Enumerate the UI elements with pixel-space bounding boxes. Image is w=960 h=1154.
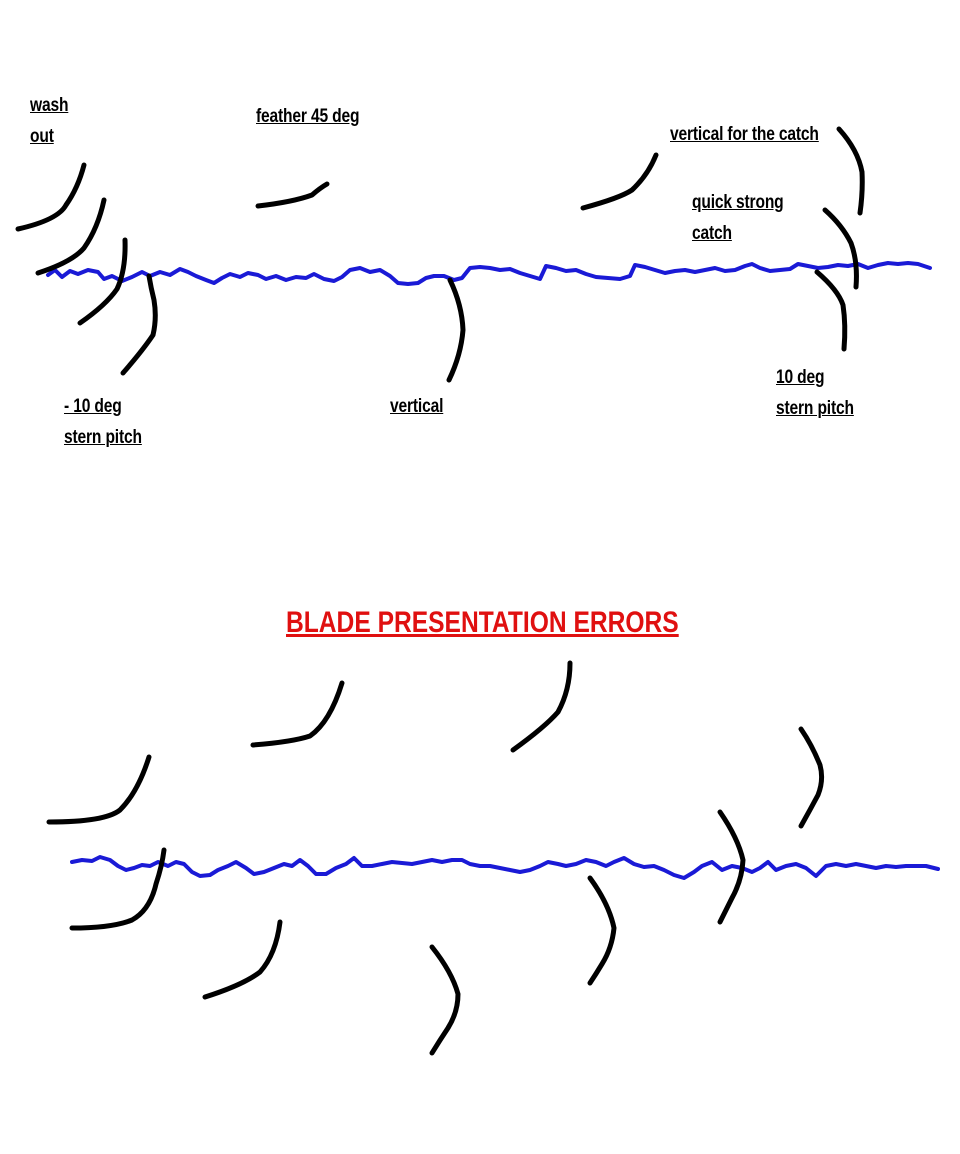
blade-error-3: [510, 660, 573, 753]
label-wash-out-line-1: wash: [30, 95, 69, 116]
blade-error-1: [46, 754, 152, 825]
blade-plus-10: [814, 269, 848, 352]
blade-vertical: [446, 277, 466, 383]
label-vertical: vertical: [390, 396, 444, 417]
label-minus-10-line-1: - 10 deg: [64, 396, 122, 417]
label-minus-10-line-2: stern pitch: [64, 427, 142, 448]
label-plus-10-line-1: 10 deg: [776, 367, 825, 388]
label-quick-strong-catch: quick strong catch: [692, 187, 784, 249]
blade-quick-strong-catch: [822, 207, 859, 290]
blade-error-7: [429, 944, 461, 1056]
label-plus-10-deg: 10 deg stern pitch: [776, 362, 854, 424]
label-wash-out: wash out: [30, 90, 68, 152]
blade-error-6: [202, 919, 283, 1000]
water-line-top: [46, 261, 932, 286]
blade-vertical-catch-upper: [836, 126, 865, 216]
blade-wash-out-1: [15, 162, 87, 232]
label-wash-out-line-2: out: [30, 126, 54, 147]
label-plus-10-line-2: stern pitch: [776, 398, 854, 419]
blade-error-8: [587, 875, 617, 986]
water-line-bottom: [70, 855, 940, 880]
blade-error-4: [798, 726, 825, 829]
blade-error-9: [717, 809, 746, 925]
label-vertical-for-catch: vertical for the catch: [670, 124, 819, 145]
label-quick-strong-line-2: catch: [692, 223, 732, 244]
label-feather: feather 45 deg: [256, 106, 360, 127]
blade-error-5: [69, 847, 167, 931]
blade-wash-out-2: [35, 197, 107, 276]
label-quick-strong-line-1: quick strong: [692, 192, 784, 213]
diagram-title: BLADE PRESENTATION ERRORS: [286, 606, 679, 639]
blade-error-2: [250, 680, 345, 748]
blade-minus-10: [120, 273, 158, 376]
label-minus-10-deg: - 10 deg stern pitch: [64, 391, 142, 453]
blade-wash-out-3: [77, 237, 128, 326]
blade-vertical-for-catch: [580, 152, 659, 211]
blade-feather: [255, 181, 330, 209]
